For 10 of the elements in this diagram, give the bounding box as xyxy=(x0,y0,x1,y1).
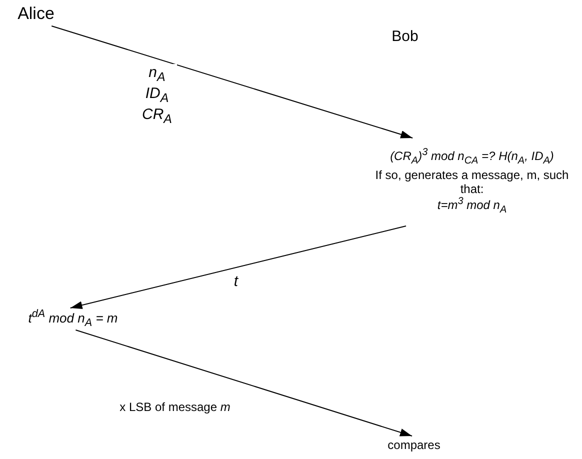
party-name: Alice xyxy=(18,4,54,24)
step-text: compares xyxy=(388,438,440,452)
step-text: t=m$^{3}$ mod n$_{A}$ xyxy=(437,196,507,217)
step-text: (CR$_{A}$)$^{3}$ mod n$_{CA}$ =? H(n$_{A}$, ID$_{A}$) xyxy=(390,147,554,168)
party-name: Bob xyxy=(392,28,418,46)
step-text: If so, generates a message, m, such that: xyxy=(374,168,570,196)
arrow xyxy=(51,26,414,138)
step-text: t$^{dA}$ mod n$_{A}$ = m xyxy=(28,308,118,330)
arrow xyxy=(75,330,413,436)
arrow xyxy=(70,226,406,310)
